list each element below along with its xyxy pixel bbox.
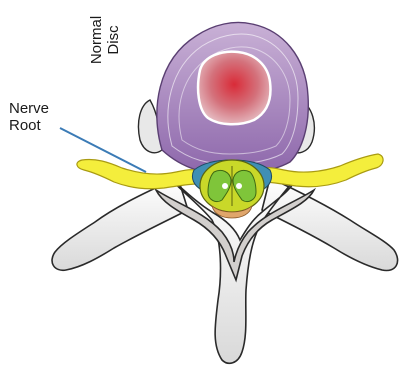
nerve-root-label: Nerve Root <box>9 100 49 134</box>
nerve-label-line-1: Nerve <box>9 100 49 117</box>
disc-label-line-1: Normal <box>88 0 105 80</box>
nerve-label-line-2: Root <box>9 117 49 134</box>
normal-disc-label: Normal Disc <box>88 0 124 80</box>
disc-label-line-2: Disc <box>105 0 122 80</box>
intervertebral-disc <box>157 23 308 175</box>
